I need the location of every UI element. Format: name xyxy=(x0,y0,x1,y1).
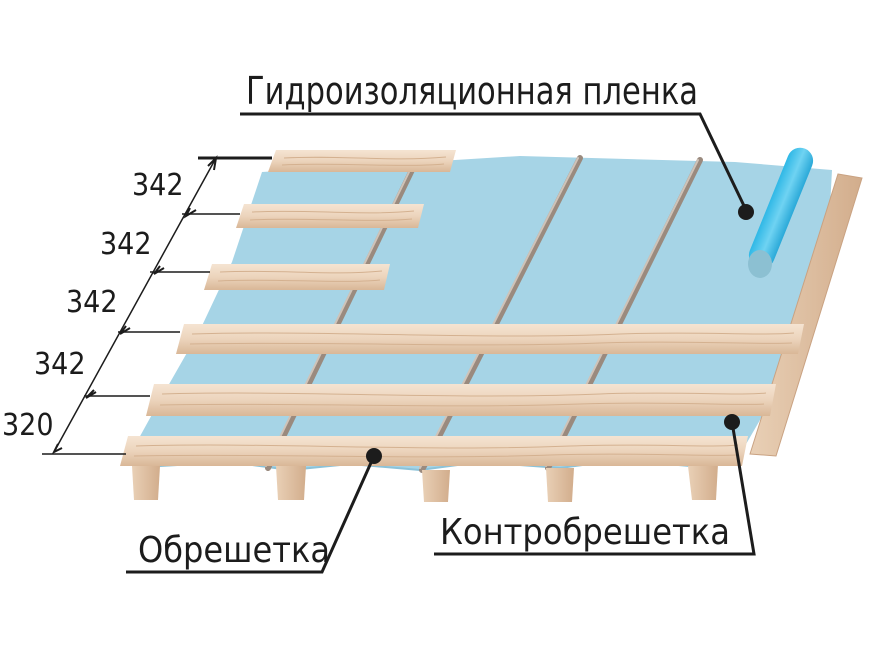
post-3 xyxy=(422,470,450,502)
membrane-roll xyxy=(748,147,814,269)
post-5 xyxy=(688,464,718,500)
leader-membrane xyxy=(240,112,748,211)
leader-dot-batten xyxy=(366,448,382,464)
rafter-right xyxy=(749,173,863,457)
batten-6 xyxy=(120,436,748,466)
dimension-main-line xyxy=(53,157,217,453)
batten-4 xyxy=(176,324,804,354)
post-2 xyxy=(276,466,306,500)
batten-1 xyxy=(268,150,456,172)
leader-lines xyxy=(126,112,756,574)
post-4 xyxy=(546,468,574,502)
leader-dot-membrane xyxy=(738,204,754,220)
batten-3 xyxy=(204,264,390,290)
dimension-label-4: 342 xyxy=(34,347,86,382)
dimension-label-3: 342 xyxy=(66,285,118,320)
leader-dots xyxy=(366,204,754,464)
batten-5 xyxy=(146,384,776,416)
membrane-roll-end xyxy=(748,250,772,278)
post-1 xyxy=(132,466,160,500)
label-batten: Обрешетка xyxy=(138,530,330,571)
leader-dot-counter-batten xyxy=(724,414,740,430)
dimension-label-5: 320 xyxy=(2,408,54,443)
dimension-arrows xyxy=(51,155,218,455)
dimension-label-1: 342 xyxy=(132,168,184,203)
label-counter-batten: Контробрешетка xyxy=(440,512,730,553)
dimension-label-2: 342 xyxy=(100,227,152,262)
leader-counter-batten xyxy=(434,421,756,556)
batten-2 xyxy=(236,204,424,228)
battens xyxy=(120,150,804,466)
dimension-chain xyxy=(42,155,272,455)
counter-batten-posts xyxy=(132,464,718,502)
label-membrane: Гидроизоляционная пленка xyxy=(246,69,698,113)
leader-batten xyxy=(126,455,376,574)
